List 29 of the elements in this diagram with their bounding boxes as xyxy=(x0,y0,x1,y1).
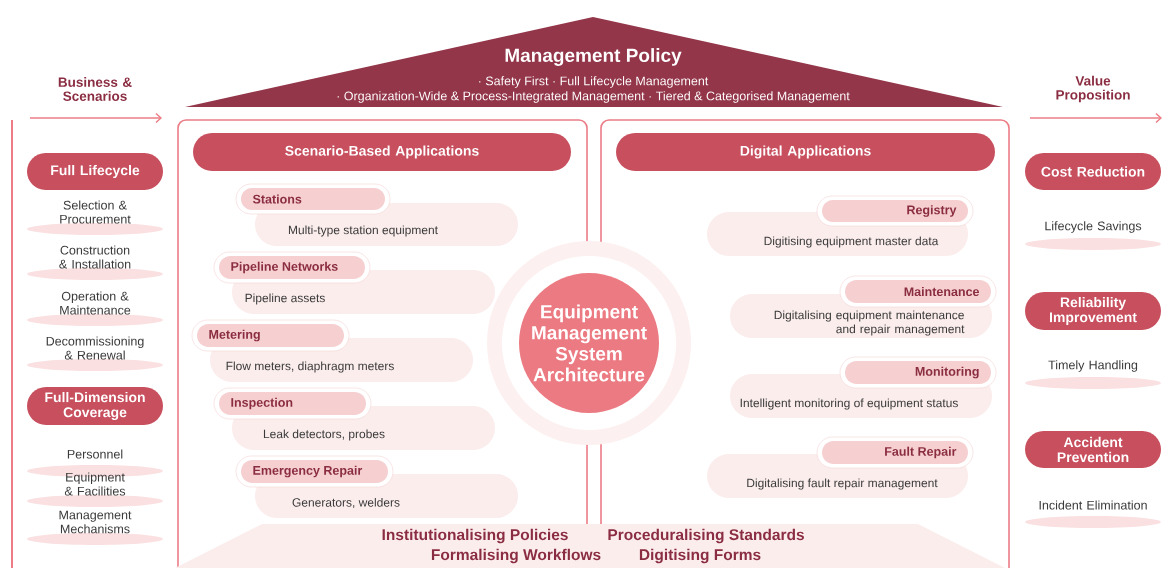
category-pill: Accident Prevention xyxy=(1025,431,1161,468)
list-item: Management Mechanisms xyxy=(27,510,163,545)
section-header: Scenario-Based Applications xyxy=(193,133,571,171)
list-item: Incident Elimination xyxy=(1025,500,1161,528)
foundation-band: Institutionalising Policies Proceduralising Standards Formalising Workflows Digitising Forms xyxy=(175,524,1005,568)
list-item: Lifecycle Savings xyxy=(1025,221,1161,250)
category-pill: Cost Reduction xyxy=(1025,153,1161,190)
column-heading: Value Proposition xyxy=(1056,75,1130,103)
list-item: Timely Handling xyxy=(1025,360,1161,389)
section-header: Digital Applications xyxy=(616,133,995,171)
list-item: Construction & Installation xyxy=(27,245,163,280)
application-card: Pipeline Networks Pipeline assets xyxy=(213,251,495,314)
application-card: Registry Digitising equipment master data xyxy=(707,195,974,256)
category-pill: Full-Dimension Coverage xyxy=(27,387,163,425)
application-card: Maintenance Digitalising equipment maintenance and repair management xyxy=(730,275,997,338)
list-item: Selection & Procurement xyxy=(27,200,163,235)
category-pill: Reliability Improvement xyxy=(1025,292,1161,330)
list-item: Operation & Maintenance xyxy=(27,291,163,326)
node-label: Stations xyxy=(252,194,302,204)
category-pill: Full Lifecycle xyxy=(27,153,163,190)
application-card: Metering Flow meters, diaphragm meters xyxy=(191,319,473,382)
roof-banner: Management Policy · Safety First · Full Lifecycle Management · Organization-Wide & Process-Integrated Management · Tiered & Categorised Management xyxy=(185,17,1003,107)
application-card: Monitoring Intelligent monitoring of equipment status xyxy=(730,356,997,418)
application-card: Fault Repair Digitalising fault repair management xyxy=(707,436,974,498)
list-item: Decommissioning & Renewal xyxy=(27,336,163,371)
application-card: Inspection Leak detectors, probes xyxy=(213,387,495,450)
application-card: Emergency Repair Generators, welders xyxy=(235,455,518,518)
application-card: Stations Multi-type station equipment xyxy=(235,183,518,246)
column-heading: Business & Scenarios xyxy=(58,77,132,101)
